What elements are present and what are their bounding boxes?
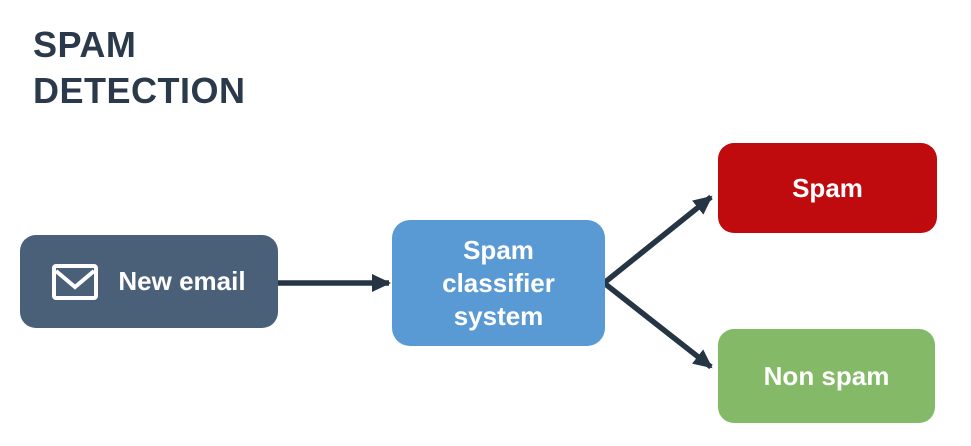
node-label: New email	[118, 266, 246, 296]
edge-classifier-to-spam	[602, 194, 713, 286]
edge-classifier-to-nonspam	[602, 280, 713, 370]
node-non-spam: Non spam	[718, 329, 935, 423]
node-new-email: New email	[20, 235, 278, 328]
node-label: Non spam	[763, 360, 890, 391]
node-spam: Spam	[718, 143, 937, 233]
node-label: Spam classifier system	[442, 234, 555, 331]
envelope-icon	[52, 263, 99, 300]
node-classifier: Spam classifier system	[392, 220, 605, 346]
node-label: Spam	[792, 172, 863, 203]
page-title: SPAM DETECTION	[33, 24, 246, 111]
